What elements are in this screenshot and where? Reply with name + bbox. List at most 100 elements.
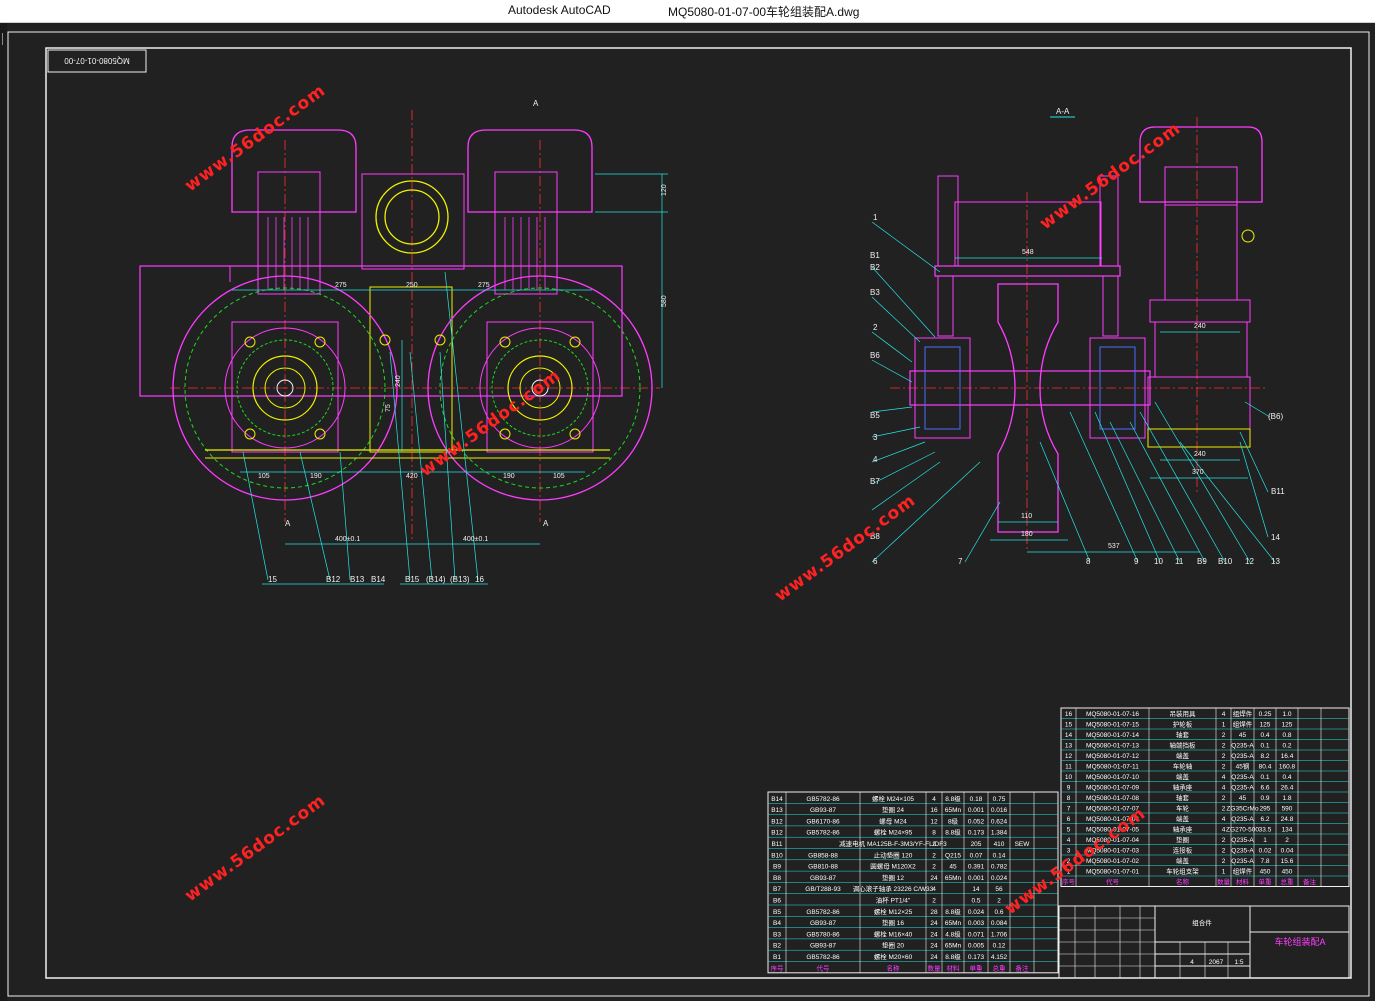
dim-190a: 190 [310, 473, 322, 480]
bom-cell: 0.005 [968, 943, 985, 950]
dim-420: 420 [406, 473, 418, 480]
bom-cell: 125 [1260, 722, 1271, 729]
bom-cell: 56 [995, 886, 1003, 893]
bom-cell: 2 [932, 864, 936, 871]
bom-cell: 0.07 [970, 852, 983, 859]
bom-cell: MQ5080-01-07-02 [1086, 858, 1139, 865]
bom-cell: 80.4 [1259, 764, 1272, 771]
bom-cell: 450 [1282, 869, 1293, 876]
bom-cell: 24 [930, 954, 938, 961]
bom-cell: 8.8级 [945, 907, 961, 916]
bom-cell: 16 [1065, 711, 1073, 718]
bom-cell: GB5782-86 [806, 830, 840, 837]
bom-cell: MQ5080-01-07-10 [1086, 774, 1139, 781]
label-b12: B12 [326, 575, 341, 584]
label-b14: B14 [371, 575, 386, 584]
bom-cell: B12 [771, 818, 783, 825]
bom-cell: 垫圈 16 [882, 918, 904, 927]
bom-cell: B12 [771, 830, 783, 837]
bom-cell: 8 [1067, 795, 1071, 802]
bom-cell: 8.8级 [945, 794, 961, 803]
dim-548: 548 [1022, 249, 1034, 256]
bom-cell: Q235-A [1231, 743, 1254, 750]
bom-cell: 4 [1067, 837, 1071, 844]
bom-cell: 15.6 [1281, 858, 1294, 865]
bom-cell: GB93-87 [810, 875, 836, 882]
bom-cell: 圆螺母 M120X2 [870, 862, 916, 871]
bom-cell: 油杯 PT1/4" [876, 896, 911, 905]
label-15: 15 [268, 575, 277, 584]
bom-cell: 轴套 [1176, 730, 1190, 739]
side-label-6: 6 [873, 557, 878, 566]
bom-cell: 0.9 [1260, 795, 1269, 802]
bom-cell: 295 [1260, 806, 1271, 813]
bom-cell: 2 [1285, 837, 1289, 844]
bom-cell: B6 [773, 898, 781, 905]
bom-cell: MQ5080-01-07-15 [1086, 722, 1139, 729]
bom-header-cell: 代号 [1106, 877, 1120, 886]
bom-cell: MQ5080-01-07-08 [1086, 795, 1139, 802]
bom-cell: GB/T288-93 [805, 886, 841, 893]
bom-cell: 45 [1239, 732, 1247, 739]
bom-cell: MQ5080-01-07-01 [1086, 869, 1139, 876]
bom-cell: 车轮组支架 [1166, 867, 1199, 876]
bom-cell: 3 [1067, 848, 1071, 855]
label-b13-paren: (B13) [450, 575, 470, 584]
bom-cell: ZG270-500 [1226, 827, 1259, 834]
drawing-canvas[interactable]: MQ5080-01-07-00 [0, 22, 1375, 1001]
dim-180: 180 [1021, 531, 1033, 538]
bom-cell: 13 [1065, 743, 1073, 750]
bom-cell: 端盖 [1176, 772, 1190, 781]
label-16: 16 [475, 575, 484, 584]
bom-cell: 160.8 [1279, 764, 1296, 771]
bom-cell: 0.001 [968, 807, 985, 814]
watermark: www.56doc.com [416, 366, 564, 482]
bom-cell: 组焊件 [1233, 867, 1253, 876]
watermark: www.56doc.com [771, 491, 919, 607]
bom-cell: B3 [773, 931, 781, 938]
side-label-11: 11 [1175, 557, 1184, 566]
bom-cell: 护轮板 [1173, 720, 1193, 729]
bom-cell: 组焊件 [1233, 720, 1253, 729]
dim-370: 370 [1192, 469, 1204, 476]
bom-cell: 2 [932, 841, 936, 848]
side-label-b11: B11 [1271, 487, 1285, 496]
side-label-2: 2 [873, 323, 878, 332]
bom-cell: 4.8级 [945, 929, 961, 938]
bom-cell: 吊装用具 [1170, 709, 1197, 718]
bom-cell: 端盖 [1176, 856, 1190, 865]
side-label-8: 8 [1086, 557, 1091, 566]
dim-110: 110 [1021, 513, 1032, 520]
dim-275b: 275 [478, 282, 490, 289]
bom-cell: MQ5080-01-07-16 [1086, 711, 1139, 718]
bom-cell: 2 [932, 898, 936, 905]
side-label-4: 4 [873, 455, 878, 464]
bom-cell: 1 [1222, 869, 1226, 876]
watermark: www.56doc.com [181, 791, 329, 907]
side-label-b8: B8 [870, 532, 880, 541]
left-tool-strip[interactable] [0, 23, 7, 1001]
bom-cell: 26.4 [1281, 785, 1294, 792]
bom-cell: MQ5080-01-07-04 [1086, 837, 1139, 844]
bom-cell: 9 [1067, 785, 1071, 792]
bom-cell: 垫圈 12 [882, 873, 904, 882]
bom-cell: 12 [1065, 753, 1073, 760]
document-name: MQ5080-01-07-00车轮组装配A.dwg [668, 5, 860, 19]
bom-cell: GB5782-86 [806, 954, 840, 961]
bom-cell: 5 [1067, 827, 1071, 834]
bom-cell: 205 [971, 841, 982, 848]
bom-header-cell: 代号 [817, 963, 831, 972]
dim-190b: 190 [503, 473, 515, 480]
bom-cell: 8.2 [1260, 753, 1269, 760]
bom-cell: 33.5 [1259, 827, 1272, 834]
panel-handle-icon[interactable] [2, 33, 7, 45]
bom-cell: 2 [1222, 753, 1226, 760]
bom-cell: 2 [932, 852, 936, 859]
bom-cell: 0.024 [991, 875, 1008, 882]
bom-cell: 4 [1222, 711, 1226, 718]
bom-cell: 轴端挡板 [1170, 741, 1197, 750]
bom-cell: MQ5080-01-07-07 [1086, 806, 1139, 813]
bom-cell: 螺栓 M12×25 [874, 907, 913, 916]
bom-cell: 14 [972, 886, 980, 893]
